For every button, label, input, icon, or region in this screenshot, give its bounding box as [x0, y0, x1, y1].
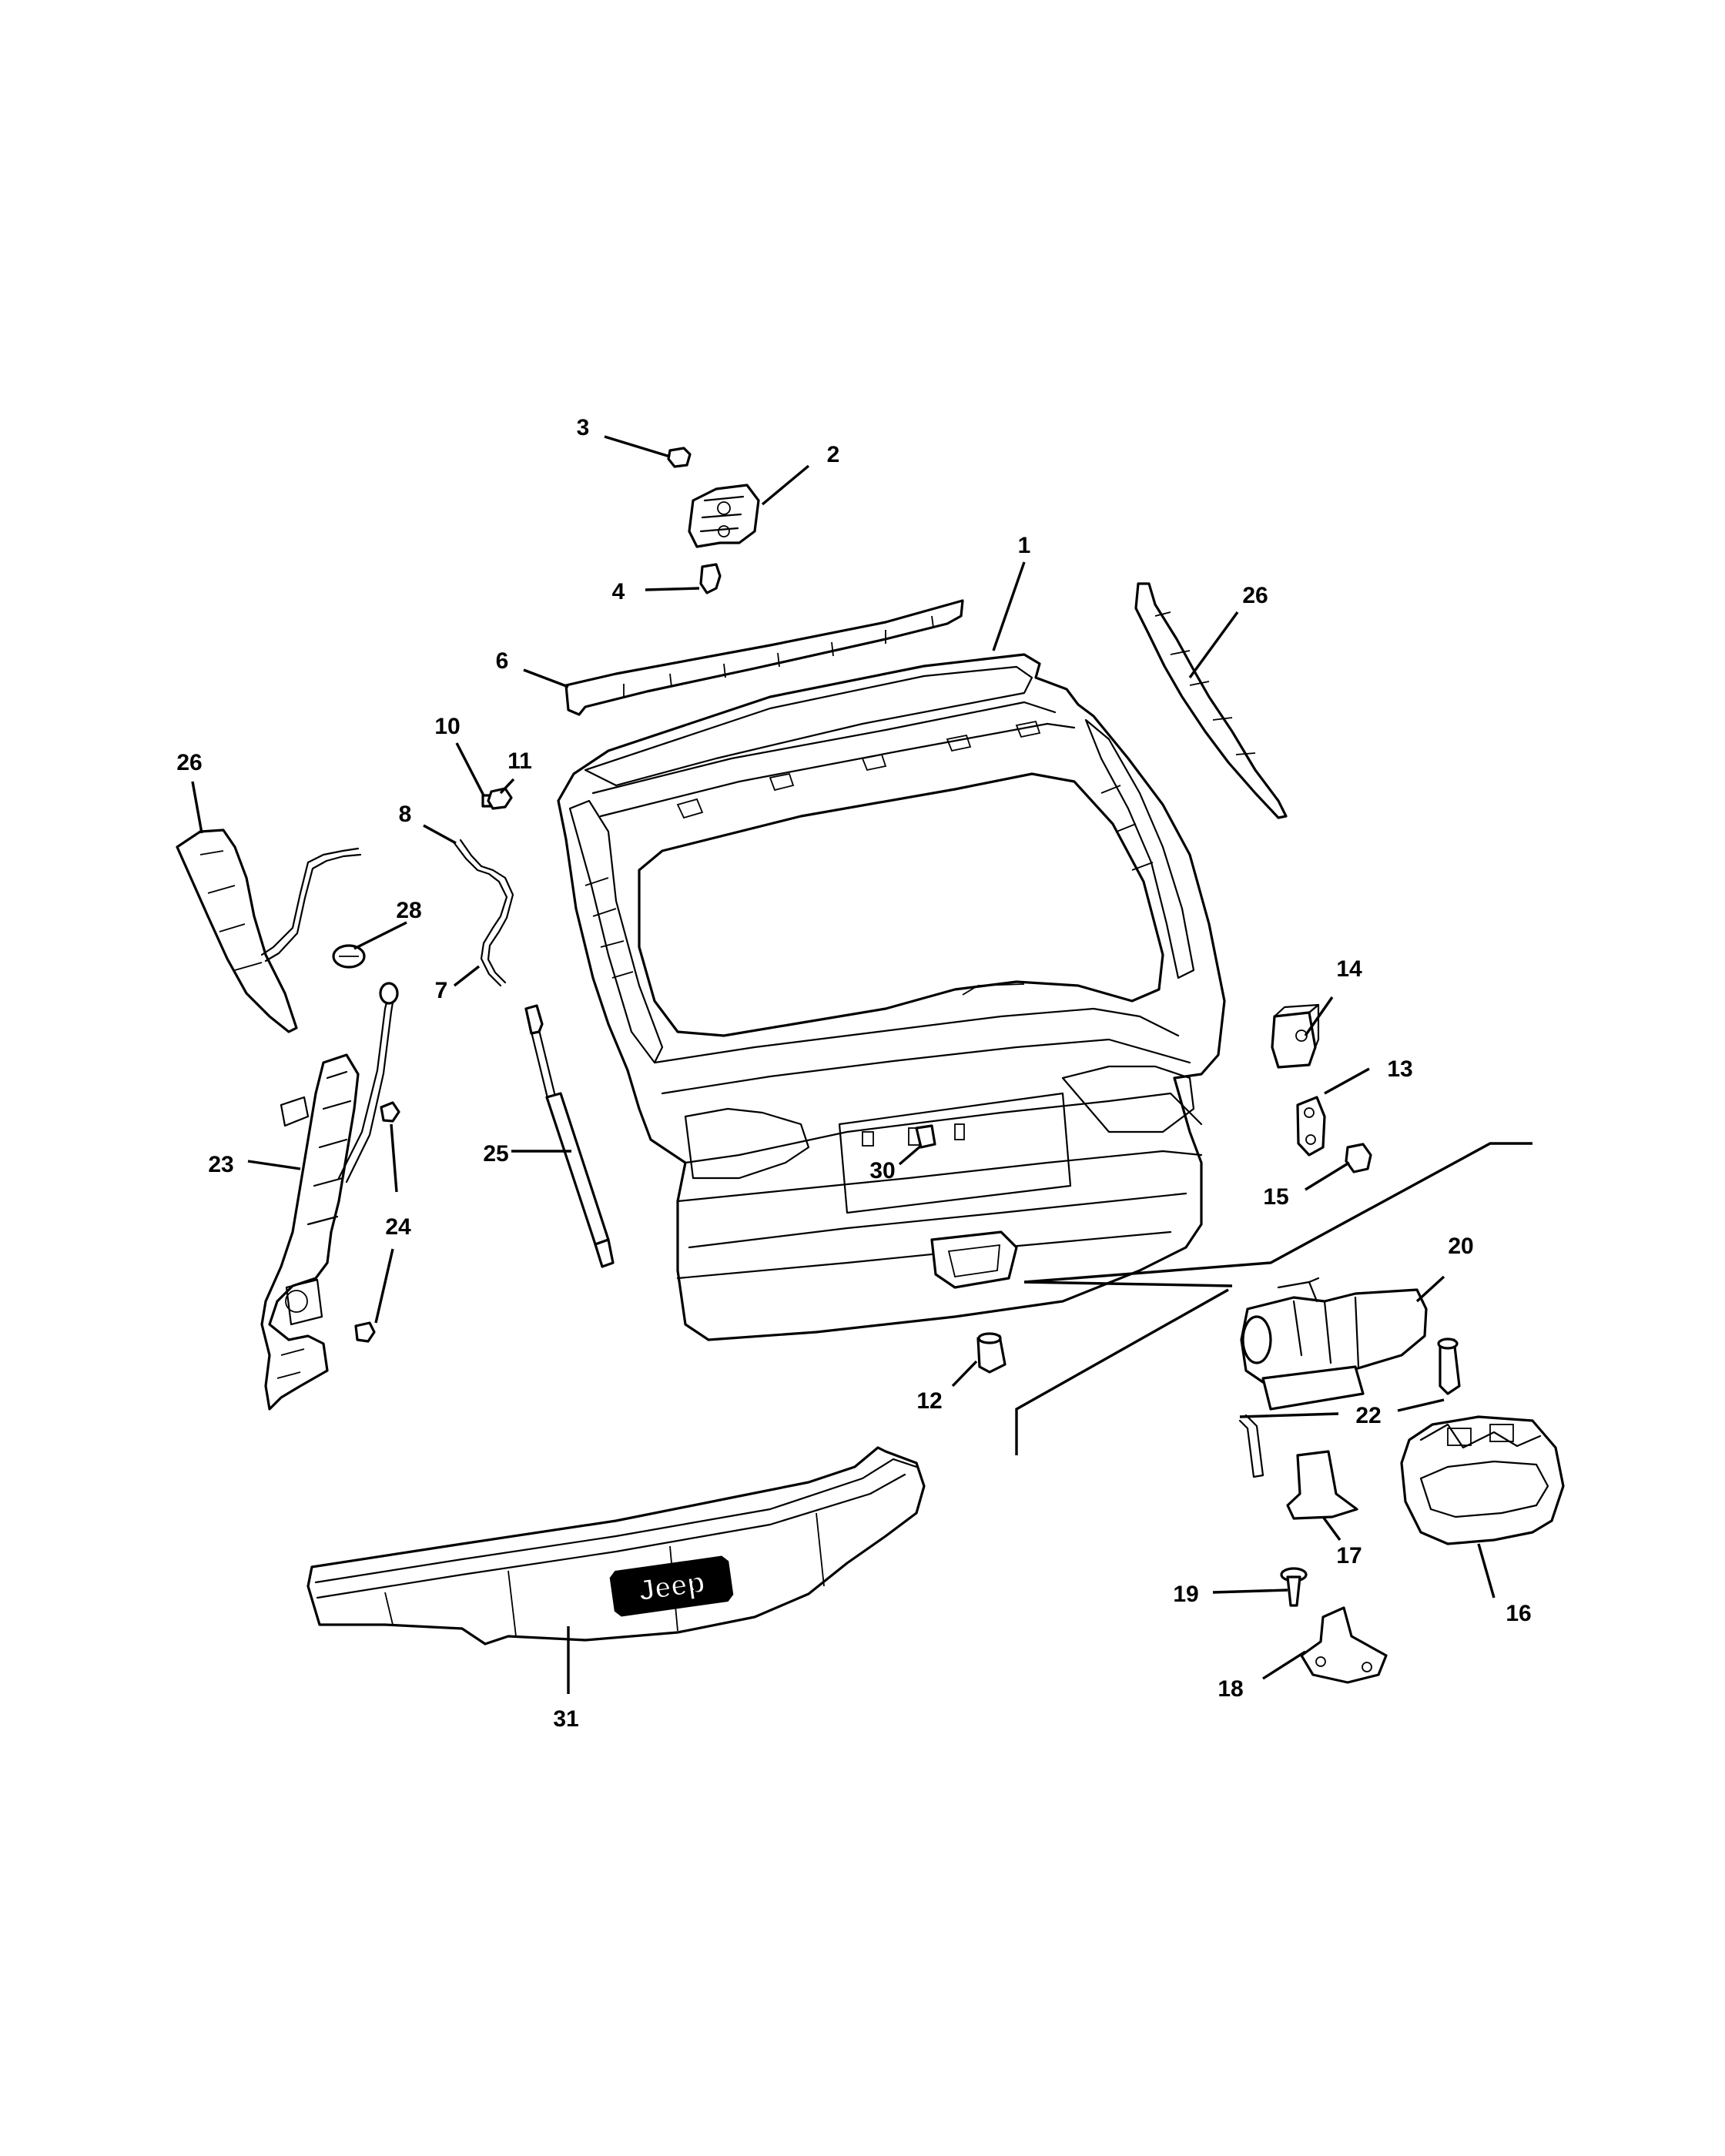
part-30-bracket — [915, 1124, 936, 1149]
part-1-liftgate — [557, 653, 1226, 1341]
callout-24: 24 — [385, 1214, 411, 1240]
callout-19: 19 — [1173, 1582, 1198, 1607]
callout-6: 6 — [496, 648, 509, 674]
jeep-badge: Jeep — [609, 1555, 734, 1617]
part-19-screw — [1280, 1567, 1308, 1607]
callout-11: 11 — [507, 748, 532, 774]
leader-lines — [191, 435, 1532, 1694]
part-16-handle — [1400, 1415, 1565, 1545]
callout-26-right: 26 — [1242, 583, 1268, 608]
callout-30: 30 — [869, 1158, 895, 1183]
part-24-bolt-upper — [380, 1101, 400, 1123]
part-4-bolt — [699, 563, 722, 594]
part-14-block — [1271, 1003, 1320, 1069]
callout-20: 20 — [1448, 1234, 1473, 1259]
callout-7: 7 — [435, 978, 448, 1003]
callout-labels: 1 2 3 4 6 7 8 10 11 12 13 14 15 16 17 18… — [176, 415, 1531, 1732]
part-22-bolt — [1437, 1337, 1461, 1395]
part-23-actuator — [260, 982, 399, 1411]
callout-4: 4 — [612, 579, 625, 604]
part-17-striker — [1286, 1450, 1358, 1520]
callout-26-left: 26 — [176, 750, 202, 775]
callout-16: 16 — [1506, 1601, 1531, 1626]
callout-31: 31 — [553, 1706, 578, 1732]
callout-10: 10 — [434, 714, 460, 739]
part-28-clip — [332, 944, 366, 969]
callout-18: 18 — [1218, 1676, 1243, 1702]
callout-8: 8 — [399, 802, 412, 827]
callout-22: 22 — [1355, 1403, 1381, 1428]
callout-23: 23 — [208, 1152, 233, 1177]
callout-17: 17 — [1336, 1543, 1362, 1568]
part-24-bolt-lower — [354, 1321, 376, 1343]
part-2-hinge — [688, 484, 760, 548]
part-12-bumper — [976, 1332, 1007, 1374]
part-20-latch-motor — [1240, 1277, 1428, 1411]
callout-1: 1 — [1018, 533, 1031, 558]
part-18-bracket — [1300, 1606, 1388, 1684]
callout-15: 15 — [1263, 1184, 1288, 1210]
part-3-bolt — [667, 447, 692, 468]
callout-13: 13 — [1387, 1056, 1412, 1082]
callout-3: 3 — [577, 415, 590, 440]
part-26-right-trim — [1134, 582, 1288, 819]
callout-28: 28 — [396, 898, 421, 923]
part-26-left-trim — [176, 829, 362, 1033]
part-22-rod — [1238, 1414, 1264, 1478]
callout-2: 2 — [827, 442, 840, 467]
part-13-plate — [1296, 1096, 1326, 1157]
part-15-clip — [1345, 1143, 1372, 1173]
part-6-upper-garnish — [564, 599, 964, 716]
part-25-gas-strut — [524, 1004, 615, 1268]
callout-14: 14 — [1336, 956, 1362, 982]
part-8-bracket — [453, 839, 514, 987]
part-11-nut — [487, 787, 513, 810]
callout-25: 25 — [483, 1141, 508, 1167]
part-31-applique: Jeep — [306, 1446, 926, 1645]
callout-12: 12 — [916, 1388, 942, 1414]
